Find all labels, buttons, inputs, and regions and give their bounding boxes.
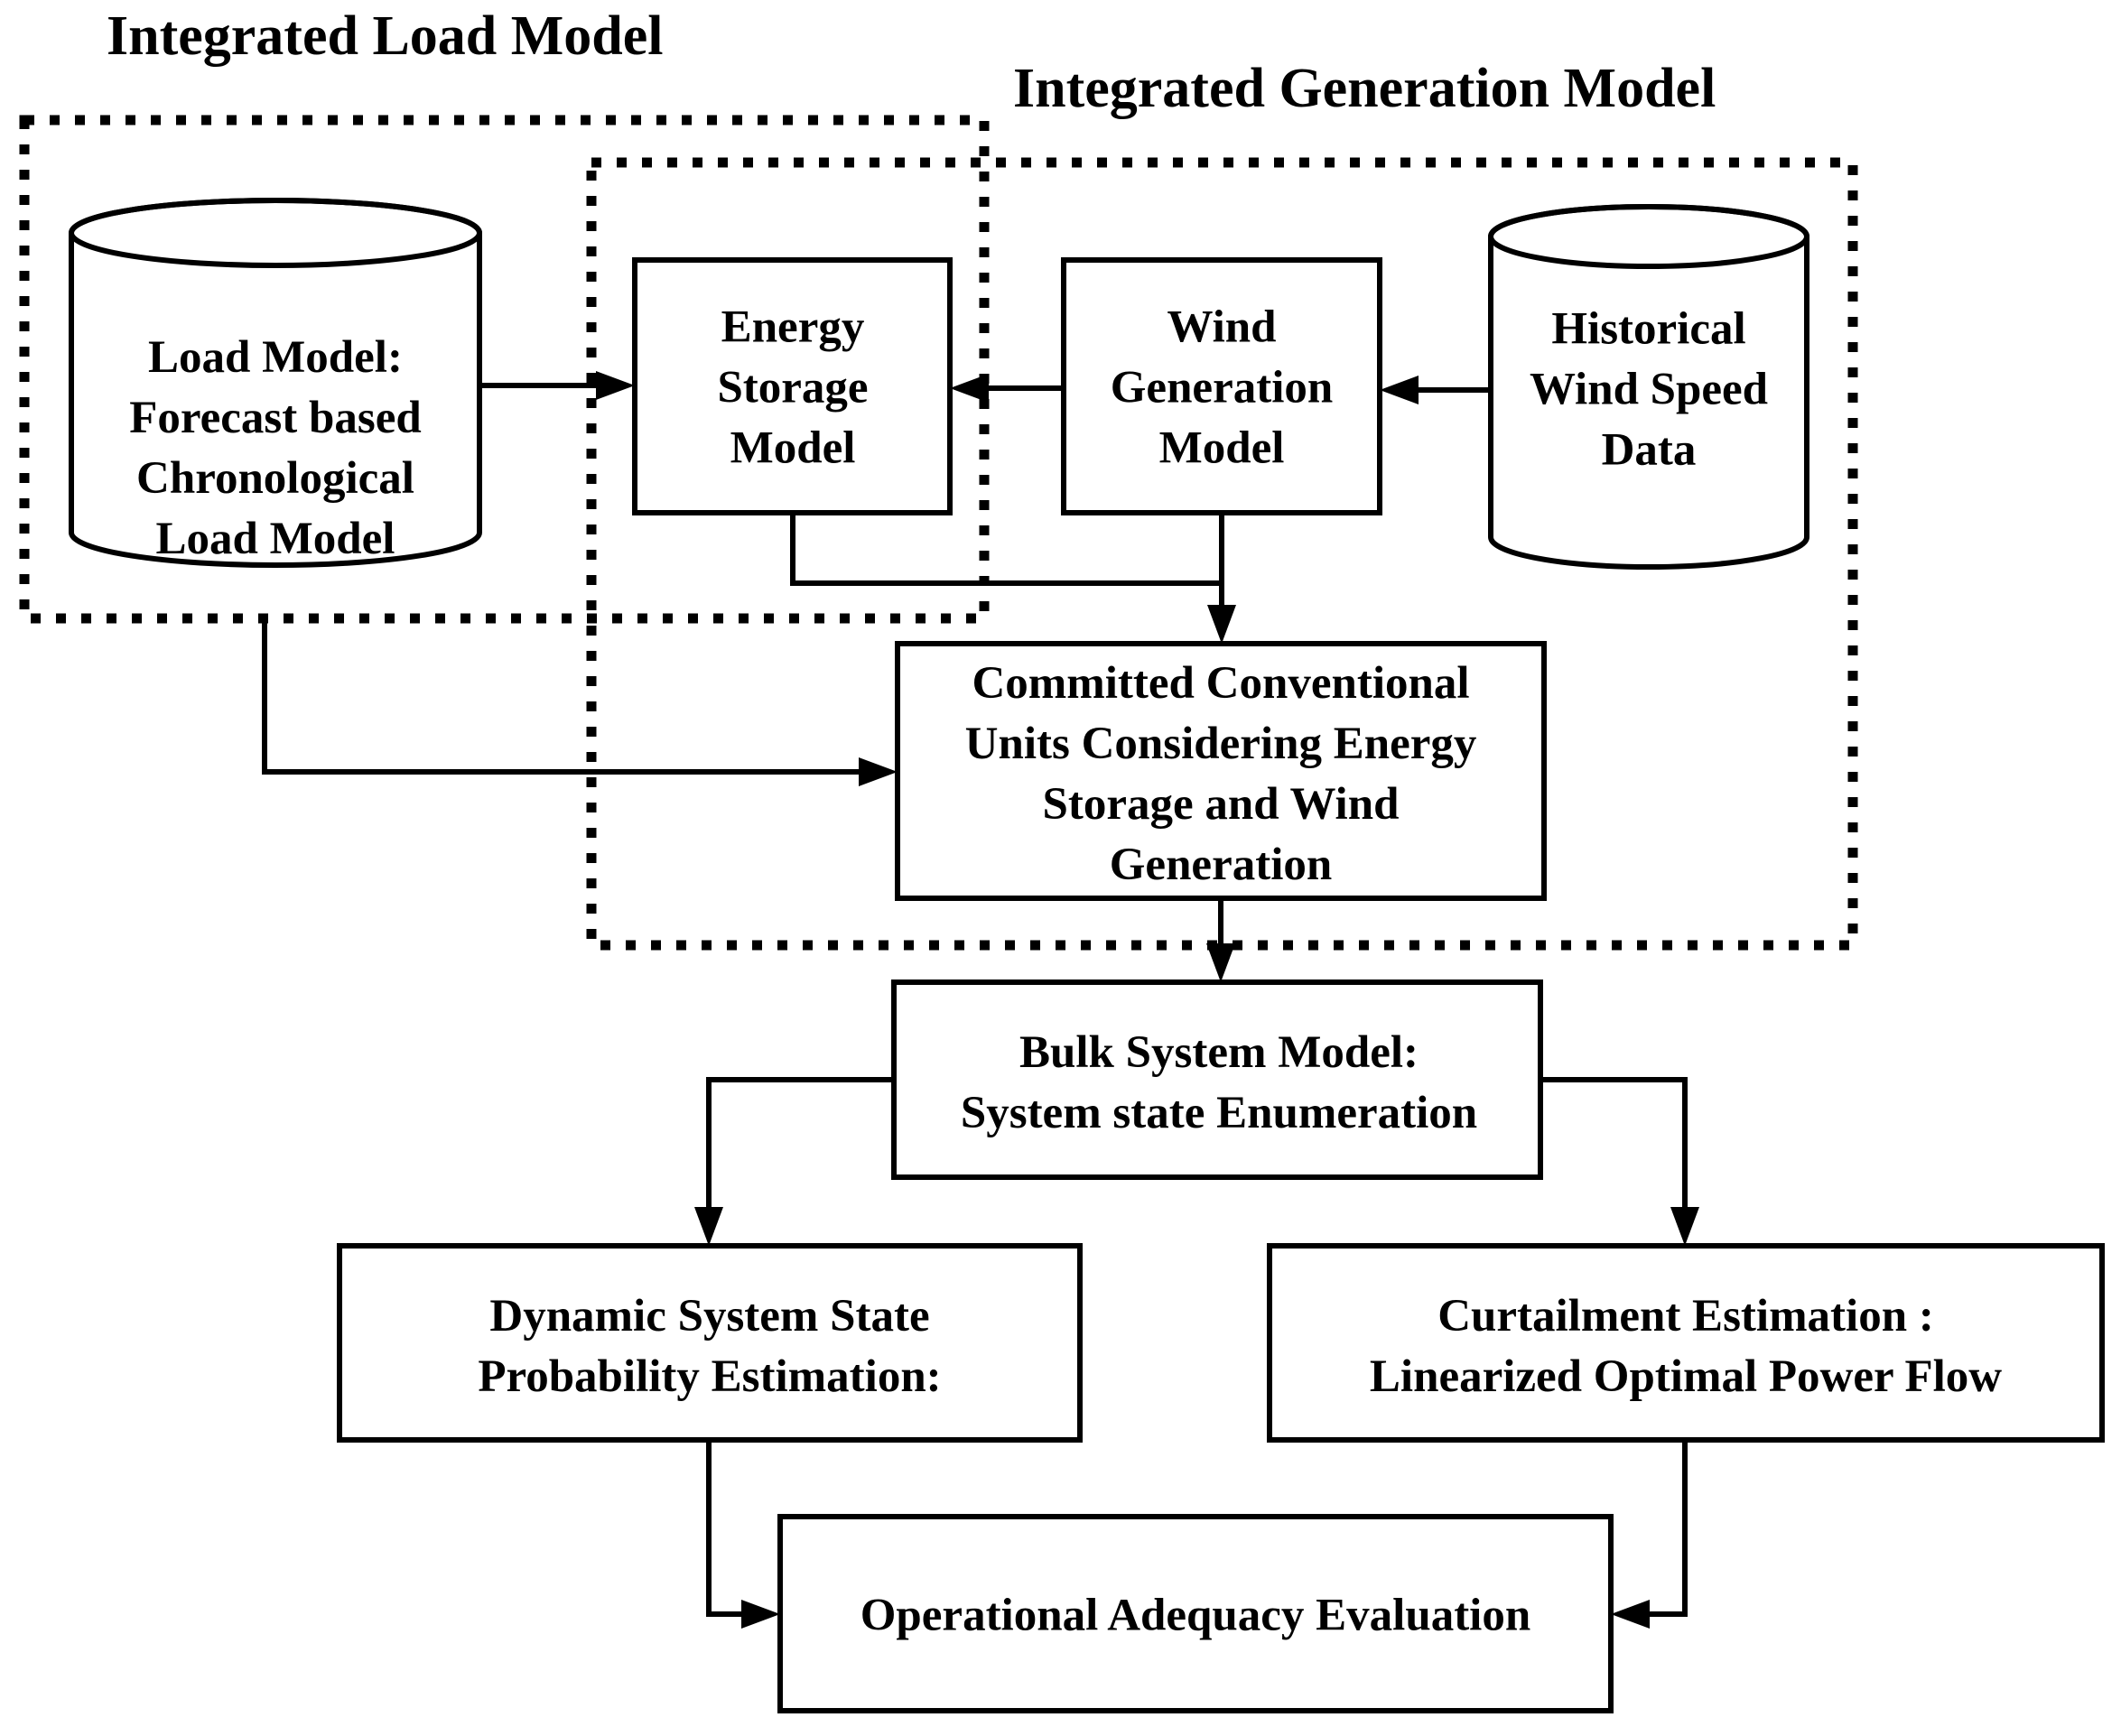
integrated-generation-model-title: Integrated Generation Model	[1013, 58, 1716, 119]
wind-generation-line-3: Model	[1159, 422, 1285, 473]
committed-units-line-1: Committed Conventional	[972, 658, 1469, 709]
arrow-dynamic-to-operational	[706, 1440, 743, 1617]
curtailment-line-2: Linearized Optimal Power Flow	[1370, 1351, 2002, 1402]
historical-wind-line-2: Wind Speed	[1530, 364, 1768, 414]
arrowhead-load-to-storage	[596, 371, 635, 400]
arrowhead-to-committed	[1207, 605, 1236, 644]
load-model-line-1: Load Model:	[148, 332, 403, 383]
connectors	[262, 371, 1699, 1629]
arrowhead-load-to-committed	[859, 757, 898, 786]
arrowhead-dynamic-to-operational	[741, 1600, 780, 1629]
historical-wind-line-1: Historical	[1551, 303, 1745, 354]
integrated-load-model-title: Integrated Load Model	[107, 5, 664, 67]
committed-units-line-2: Units Considering Energy	[965, 719, 1477, 769]
wind-generation-line-2: Generation	[1111, 362, 1333, 413]
bulk-system-model-box: Bulk System Model: System state Enumerati…	[891, 979, 1543, 1180]
energy-storage-line-2: Storage	[717, 362, 868, 413]
bulk-system-line-2: System state Enumeration	[961, 1088, 1477, 1138]
operational-adequacy-label: Operational Adequacy Evaluation	[860, 1590, 1530, 1640]
arrow-bulk-to-dynamic	[706, 1077, 894, 1209]
arrowhead-bulk-to-curtailment	[1670, 1207, 1699, 1246]
bulk-system-line-1: Bulk System Model:	[1019, 1027, 1419, 1078]
dynamic-state-line-1: Dynamic System State	[489, 1291, 929, 1341]
energy-storage-line-1: Energy	[721, 302, 865, 352]
curtailment-line-1: Curtailment Estimation :	[1437, 1291, 1934, 1341]
energy-storage-line-3: Model	[730, 422, 856, 473]
arrow-bulk-to-curtailment	[1540, 1077, 1688, 1209]
load-model-line-4: Load Model	[156, 514, 395, 564]
wind-generation-line-1: Wind	[1167, 302, 1277, 352]
dynamic-state-line-2: Probability Estimation:	[478, 1351, 941, 1402]
load-model-line-2: Forecast based	[129, 393, 421, 443]
operational-line-1: Operational Adequacy Evaluation	[860, 1590, 1530, 1640]
arrowhead-committed-to-bulk	[1206, 943, 1235, 982]
arrow-storage-to-committed	[790, 513, 1222, 586]
load-model-line-3: Chronological	[136, 453, 414, 504]
committed-units-line-4: Generation	[1110, 840, 1332, 890]
integrated-generation-model-region	[586, 157, 1858, 951]
arrowhead-curtailment-to-operational	[1611, 1600, 1650, 1629]
committed-units-line-3: Storage and Wind	[1043, 779, 1400, 830]
operational-adequacy-box: Operational Adequacy Evaluation	[777, 1514, 1614, 1713]
arrowhead-data-to-wind	[1380, 376, 1419, 404]
arrow-load-to-committed	[262, 618, 860, 775]
arrowhead-wind-to-storage	[950, 374, 989, 403]
curtailment-estimation-label: Curtailment Estimation : Linearized Optim…	[1370, 1291, 2002, 1402]
historical-wind-line-3: Data	[1602, 424, 1697, 475]
arrow-curtailment-to-operational	[1649, 1440, 1688, 1617]
arrowhead-bulk-to-dynamic	[694, 1207, 723, 1246]
bulk-system-model-label: Bulk System Model: System state Enumerati…	[961, 1027, 1477, 1138]
curtailment-estimation-box: Curtailment Estimation : Linearized Optim…	[1267, 1243, 2105, 1443]
